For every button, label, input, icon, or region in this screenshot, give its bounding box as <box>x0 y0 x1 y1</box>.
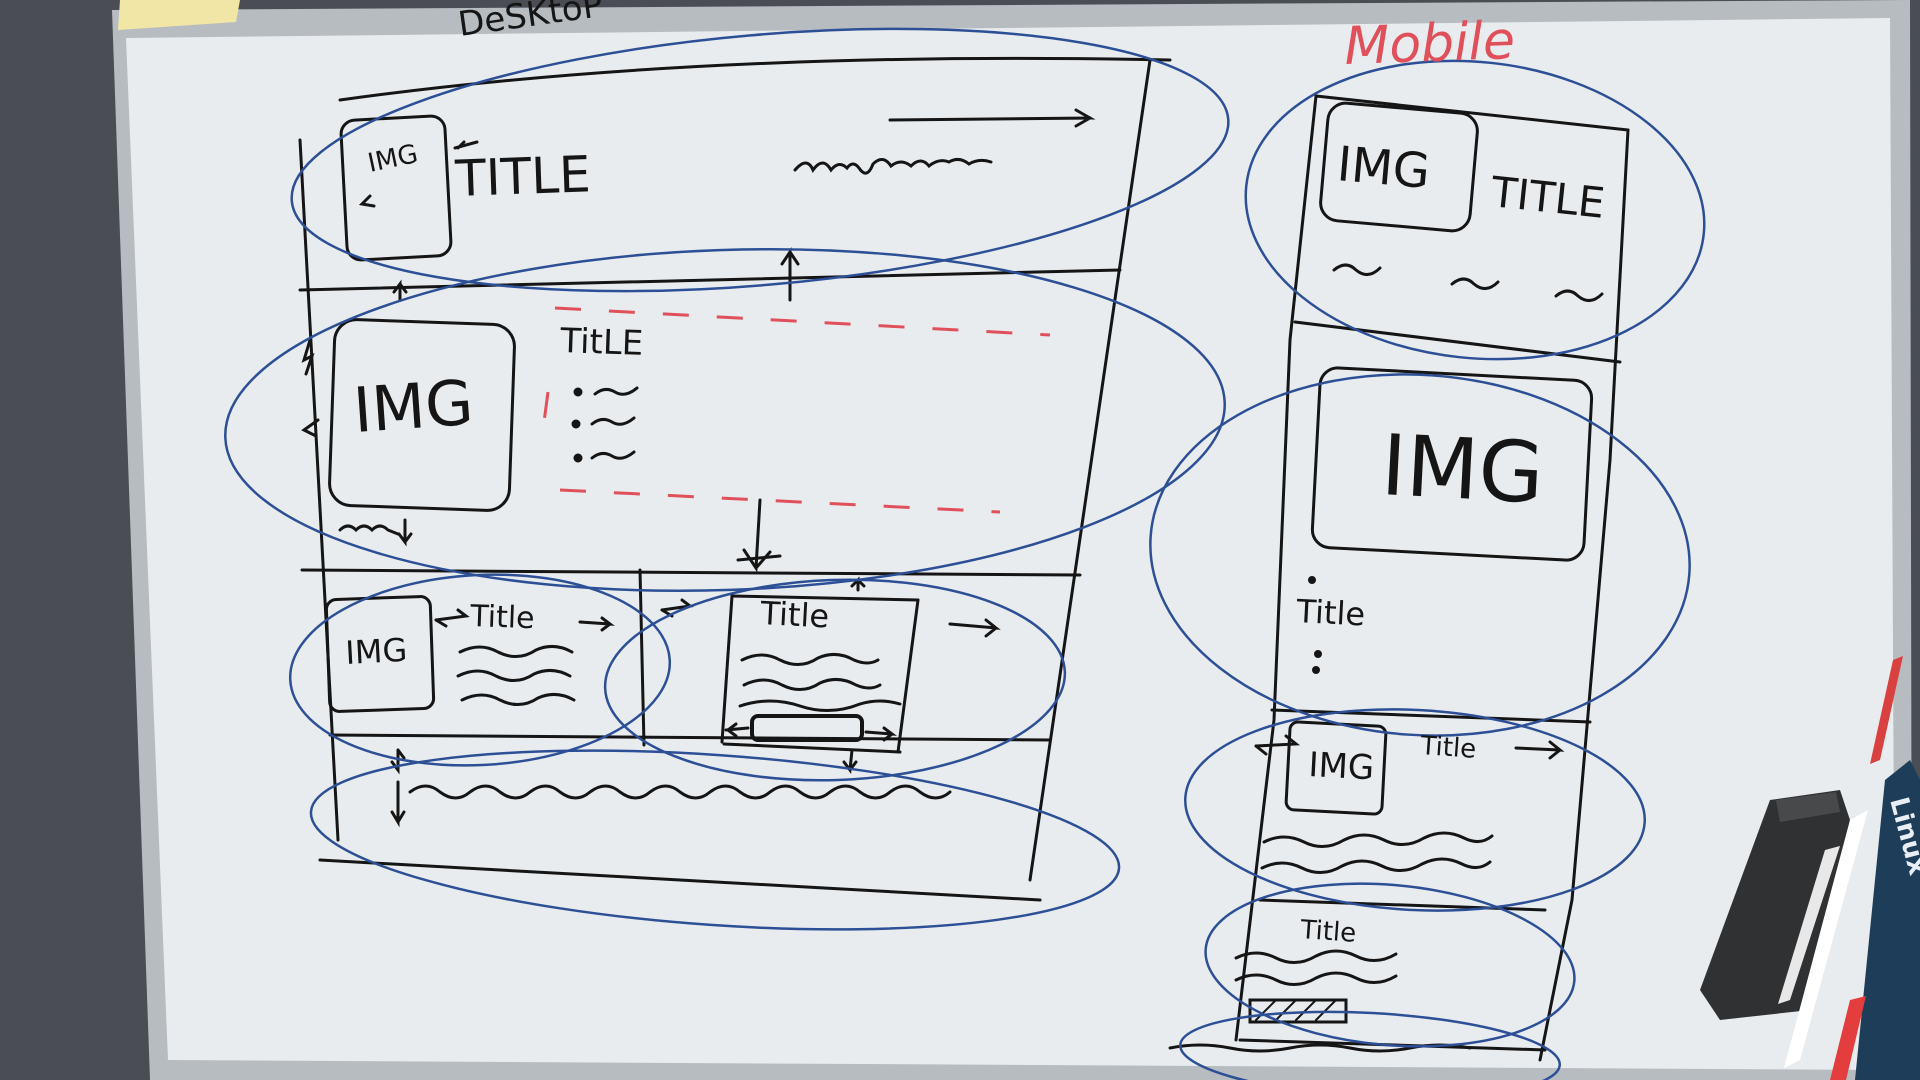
desktop-card-left-img-label: IMG <box>344 631 408 672</box>
mobile-card2-title: Title <box>1299 915 1358 949</box>
marker-cluster <box>1778 656 1920 1080</box>
mobile-card-img-label: IMG <box>1308 745 1376 788</box>
desktop-section-ovals <box>224 27 1230 931</box>
board-surface <box>126 18 1895 1070</box>
mobile-hero-title: Title <box>1295 592 1366 634</box>
desktop-card-left-title: Title <box>469 599 535 636</box>
mobile-wireframe <box>1168 94 1630 1062</box>
mobile-card-title: Title <box>1419 731 1478 765</box>
desktop-hero-dashes <box>542 306 1051 514</box>
mobile-header-img-label: IMG <box>1335 136 1432 200</box>
mobile-section-ovals <box>1149 59 1706 1080</box>
desktop-hero-img-label: IMG <box>351 366 476 447</box>
sticky-note <box>118 0 240 30</box>
desktop-hero-title: TitLE <box>559 321 644 364</box>
mobile-header-title: TITLE <box>1488 167 1607 228</box>
mobile-hero-img-label: IMG <box>1379 416 1546 522</box>
desktop-wireframe <box>298 56 1172 902</box>
desktop-header-title: TITLE <box>453 145 591 208</box>
desktop-card-right-title: Title <box>759 594 830 636</box>
mobile-heading: Mobile <box>1343 11 1516 77</box>
